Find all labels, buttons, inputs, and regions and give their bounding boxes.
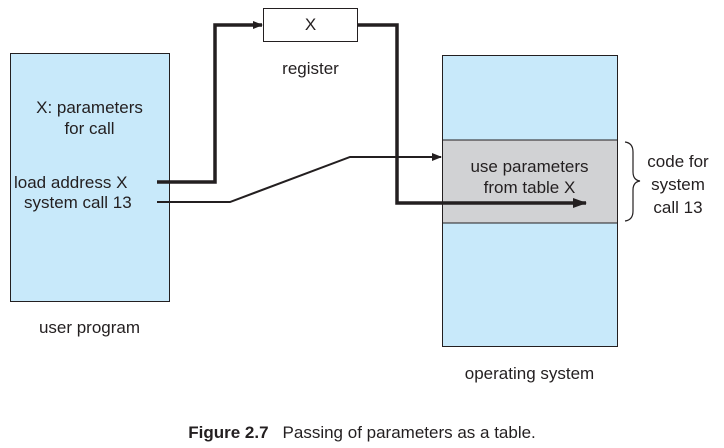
figure-caption: Figure 2.7 Passing of parameters as a tab… [0,423,724,443]
code-line-1: use parameters [470,157,589,176]
figure-number: Figure 2.7 [188,423,269,442]
user-program-box [10,53,170,302]
code-line-2: from table X [483,178,576,197]
brace-label-3: call 13 [653,198,703,217]
code-brace [624,141,641,222]
register-label: register [282,59,339,78]
register-box [263,8,358,42]
load-address-label: load address X [14,173,128,192]
system-call-label: system call 13 [24,193,132,212]
user-program-label: user program [38,318,141,337]
params-label-1: X: parameters [36,98,143,117]
system-call-arrow [157,153,442,203]
brace-label-1: code for [647,152,709,171]
params-label-2: for call [64,119,115,138]
figure-text: Passing of parameters as a table. [282,423,536,442]
brace-label-2: system [651,175,705,194]
syscall-code-block [442,139,618,224]
register-value: X [304,15,317,34]
register-to-table-arrow [357,23,587,208]
load-address-arrow [157,21,263,184]
os-label: operating system [464,364,595,383]
